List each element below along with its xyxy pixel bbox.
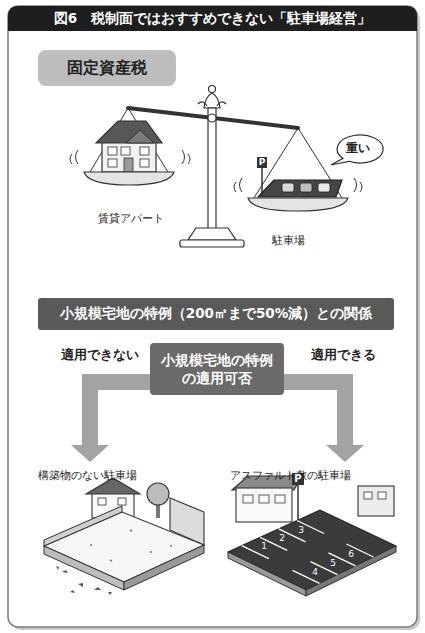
house-window [118,498,126,505]
apartment-window [121,147,130,155]
parking-sign [257,157,267,168]
decision-box: 小規模宅地の特例 の適用可否 [150,343,284,395]
edge-label: 適用できる [298,346,388,364]
background-building [358,486,394,516]
node-text: アスファルト敷の駐車場 [230,469,351,483]
arrow-head [326,445,364,462]
figure-title: 図6 税制面ではおすすめできない「駐車場経営」 [8,6,417,31]
item-label: 賃貸アパート [86,212,176,226]
wobble-mark [70,150,190,164]
sign-pole [261,168,263,196]
parking-line [242,521,374,584]
building-window [243,495,253,503]
scale-beam [128,108,298,128]
scale-base [188,228,236,240]
node-text: 重い [340,141,370,157]
side-curb [306,546,396,596]
node-text: 固定資産税 [67,58,147,79]
arrow-connector [71,382,150,462]
slot-number: 6 [347,549,355,560]
arrow-shaft [90,382,150,445]
parking-slab [258,180,342,197]
asphalt-surface [228,510,396,590]
apartment-gable [126,130,154,143]
sign-letter: P [257,157,267,168]
slot-number: 2 [278,533,286,544]
apartment-roof [96,121,162,143]
side-curb [124,545,204,590]
sign-letter: P [292,473,304,485]
node-text: 小規模宅地の特例 の適用可否 [158,351,276,387]
slot-number: 3 [297,525,305,536]
apartment-window [140,147,149,155]
arrow-connector [284,382,364,462]
slot-number: 1 [260,541,268,552]
arrow-shaft [284,382,345,445]
edge-label: 適用できない [52,346,148,364]
pan-string [254,128,342,198]
parked-car [318,183,330,192]
section-band: 小規模宅地の特例（200㎡まで50%減）との関係 [38,298,394,330]
illustration-panel: 構築物のない駐車場 [32,462,210,594]
scale-foot [180,240,244,247]
illustration-panel: アスファルト敷の駐車場 [222,462,400,594]
speech-bubble: 重い [329,132,381,166]
tree-crown [147,483,169,505]
ground-dot [90,530,172,561]
title-band [8,6,417,31]
figure-frame [8,6,417,627]
node-text: 小規模宅地の特例（200㎡まで50%減）との関係 [60,305,373,323]
scale-pole [208,108,216,229]
bare-ground [44,512,204,582]
bubble-outline-path [331,135,383,165]
parked-car [300,183,312,192]
apartment-door [124,158,133,172]
building-window [275,495,285,503]
node-text: 構築物のない駐車場 [38,469,137,483]
slot-number: 5 [329,558,337,569]
background-building [236,488,292,522]
apartment-body [102,140,156,172]
scale-pan [248,198,348,211]
parked-car [282,183,294,192]
building-window [259,495,269,503]
scale-pan [84,172,174,185]
front-curb [228,552,306,596]
building-window [378,492,386,499]
apartment-window [140,159,149,167]
scale-ornament-leaf [198,102,226,106]
wobble-mark [234,178,362,192]
item-label: 駐車場 [258,234,318,248]
scale-finial [209,86,216,93]
building-window [364,492,372,499]
apartment-window [108,147,117,155]
gravel-stone [56,566,112,595]
house-window [98,498,106,505]
block-wall [44,506,122,546]
pan-string [90,108,168,172]
apartment-window [108,159,117,167]
sign-pole [297,485,299,522]
topic-box: 固定資産税 [38,50,176,86]
scale-pivot [208,114,216,122]
arrow-head [71,445,109,462]
slot-number: 4 [311,567,319,578]
front-curb [44,546,124,590]
